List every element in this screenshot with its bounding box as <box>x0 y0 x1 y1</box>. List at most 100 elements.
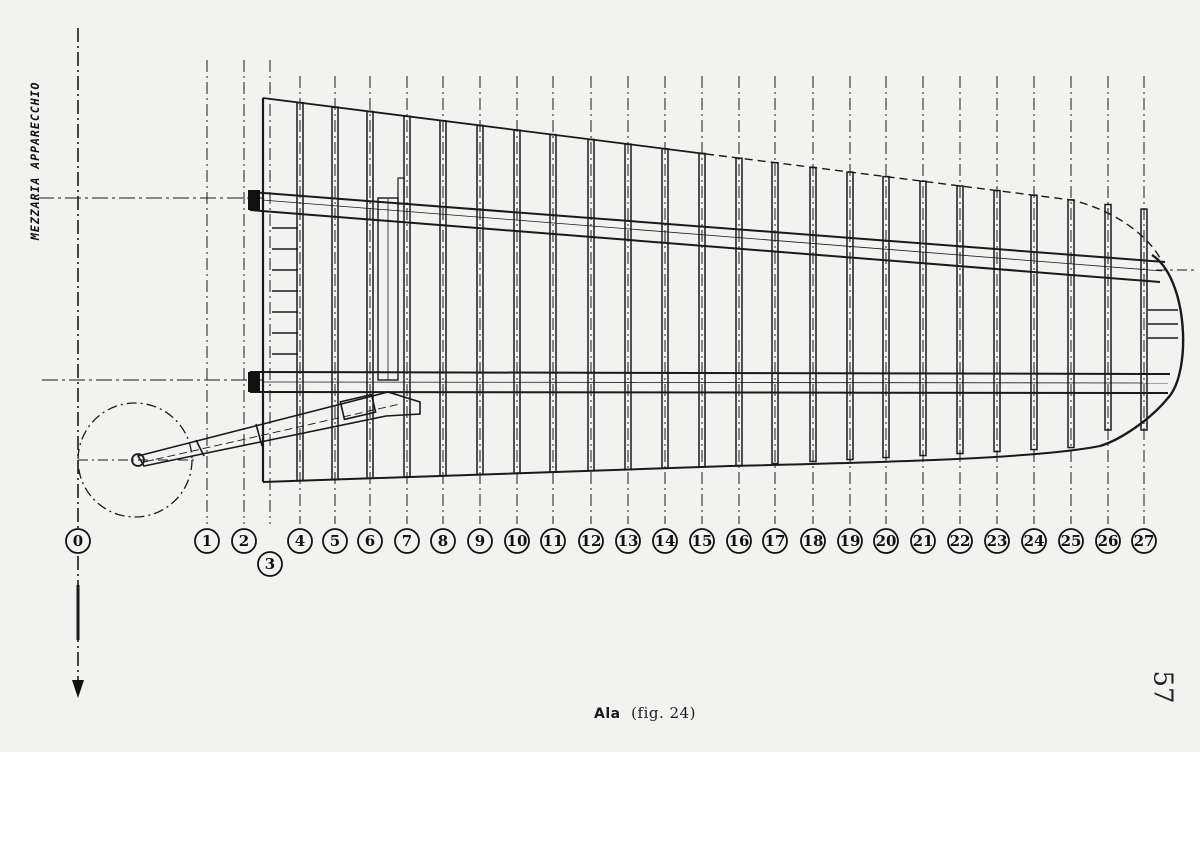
station-circle <box>65 528 91 554</box>
wing-ribs <box>296 101 1148 482</box>
station-number: 5 <box>330 532 340 550</box>
aircraft-centerline <box>72 28 84 698</box>
station-label-3: 3 <box>257 551 283 577</box>
station-circle <box>726 528 752 554</box>
station-number: 10 <box>507 532 528 550</box>
station-circle <box>615 528 641 554</box>
station-number: 27 <box>1134 532 1155 550</box>
station-number: 21 <box>913 532 934 550</box>
station-circle <box>430 528 456 554</box>
landing-gear-strut <box>77 177 421 518</box>
station-circle <box>287 528 313 554</box>
station-label-10: 10 <box>504 528 530 554</box>
wing-rib <box>476 124 484 476</box>
wing-rib <box>882 175 890 459</box>
station-circle <box>652 528 678 554</box>
station-circle <box>1131 528 1157 554</box>
wing-rib <box>331 106 339 481</box>
wing-rib <box>809 166 817 463</box>
station-number: 4 <box>295 532 305 550</box>
station-label-4: 4 <box>287 528 313 554</box>
station-circle <box>540 528 566 554</box>
station-number: 26 <box>1098 532 1119 550</box>
station-circle <box>467 528 493 554</box>
station-label-26: 26 <box>1095 528 1121 554</box>
station-circle <box>689 528 715 554</box>
station-number: 0 <box>73 532 83 550</box>
station-label-20: 20 <box>873 528 899 554</box>
station-circle <box>194 528 220 554</box>
station-circle <box>322 528 348 554</box>
station-circle <box>762 528 788 554</box>
station-label-6: 6 <box>357 528 383 554</box>
reference-axes <box>38 197 1196 381</box>
station-circle <box>394 528 420 554</box>
station-label-11: 11 <box>540 528 566 554</box>
wing-rib <box>993 189 1001 453</box>
wing-rib <box>1030 194 1038 451</box>
station-label-1: 1 <box>194 528 220 554</box>
station-number: 25 <box>1061 532 1082 550</box>
station-label-5: 5 <box>322 528 348 554</box>
station-label-16: 16 <box>726 528 752 554</box>
page-number: 57 <box>1147 670 1178 704</box>
station-label-18: 18 <box>800 528 826 554</box>
station-number: 8 <box>438 532 448 550</box>
wing-rib <box>771 161 779 465</box>
wing-rib <box>661 148 669 469</box>
wing-rib <box>956 185 964 455</box>
station-number: 12 <box>581 532 602 550</box>
wing-rib <box>549 133 557 473</box>
wing-rib <box>1104 203 1112 431</box>
station-circle <box>578 528 604 554</box>
station-label-13: 13 <box>615 528 641 554</box>
station-label-14: 14 <box>652 528 678 554</box>
station-number: 16 <box>729 532 750 550</box>
station-label-0: 0 <box>65 528 91 554</box>
station-number: 7 <box>402 532 412 550</box>
station-number: 2 <box>239 532 249 550</box>
wing-rib <box>439 120 447 477</box>
wing-rib <box>846 171 854 461</box>
wing-rib <box>698 152 706 468</box>
wing-rib <box>919 180 927 457</box>
wing-rib <box>735 157 743 467</box>
station-label-2: 2 <box>231 528 257 554</box>
station-label-17: 17 <box>762 528 788 554</box>
station-label-24: 24 <box>1021 528 1047 554</box>
station-circle <box>947 528 973 554</box>
wing-rib <box>366 110 374 480</box>
station-label-23: 23 <box>984 528 1010 554</box>
station-lines <box>206 60 1145 524</box>
wing-rib <box>624 143 632 471</box>
station-label-8: 8 <box>430 528 456 554</box>
station-circle <box>984 528 1010 554</box>
station-circle <box>357 528 383 554</box>
station-number: 22 <box>950 532 971 550</box>
station-number: 3 <box>265 555 275 573</box>
station-circle <box>1058 528 1084 554</box>
station-circle <box>837 528 863 554</box>
centerline-label: MEZZARIA APPARECCHIO <box>28 81 42 240</box>
station-number: 15 <box>692 532 713 550</box>
station-number: 9 <box>475 532 485 550</box>
station-number: 1 <box>202 532 212 550</box>
station-number: 6 <box>365 532 375 550</box>
station-number: 19 <box>840 532 861 550</box>
station-number: 24 <box>1024 532 1045 550</box>
caption-reference: (fig. 24) <box>631 704 696 722</box>
station-number: 13 <box>618 532 639 550</box>
station-label-27: 27 <box>1131 528 1157 554</box>
station-circle <box>257 551 283 577</box>
wing-rib <box>513 129 521 475</box>
station-number: 17 <box>765 532 786 550</box>
station-label-25: 25 <box>1058 528 1084 554</box>
station-label-21: 21 <box>910 528 936 554</box>
station-circle <box>910 528 936 554</box>
station-number: 14 <box>655 532 676 550</box>
station-circle <box>231 528 257 554</box>
wing-rib <box>1067 199 1075 449</box>
